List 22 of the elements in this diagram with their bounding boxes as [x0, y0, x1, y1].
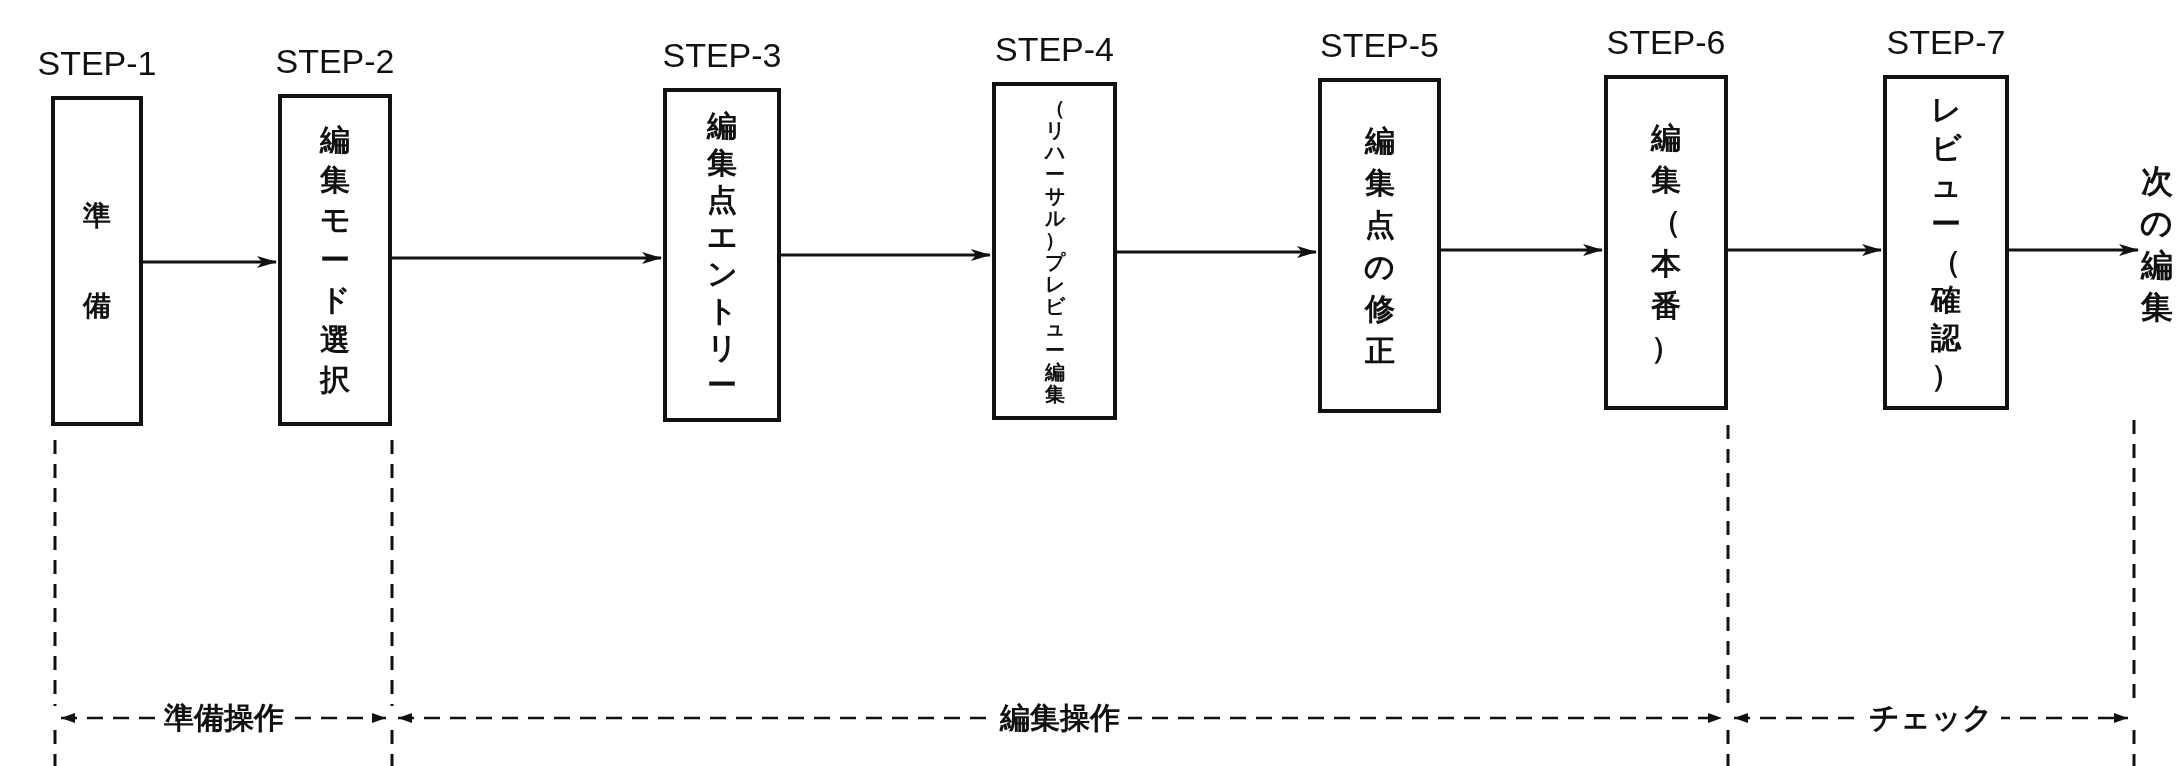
arrow [1117, 246, 1317, 258]
step-label: STEP-3 [662, 36, 782, 75]
step-text: 準備 [82, 198, 112, 324]
next-step-text: 次の編集 [2140, 161, 2174, 328]
arrow [2009, 244, 2139, 256]
step-label: STEP-6 [1606, 23, 1726, 62]
step-label: STEP-2 [275, 42, 395, 81]
step-text: レビュー（確認） [1930, 90, 1962, 395]
step-text: （リハーサル）プレビュー編集 [1044, 97, 1065, 405]
arrow [1441, 244, 1603, 256]
arrow [143, 256, 277, 268]
step-label: STEP-1 [37, 44, 157, 83]
step-text: 編集（本番） [1650, 118, 1682, 367]
step-label: STEP-7 [1886, 23, 2006, 62]
step-label: STEP-5 [1320, 26, 1439, 65]
arrow [392, 252, 662, 264]
step-text: 編集点の修正 [1363, 121, 1396, 370]
arrow [781, 249, 991, 261]
step-label: STEP-4 [995, 30, 1114, 69]
arrow [1728, 244, 1882, 256]
step-text: 編集モード選択 [319, 121, 351, 399]
step-text: 編集点エントリー [706, 107, 738, 403]
